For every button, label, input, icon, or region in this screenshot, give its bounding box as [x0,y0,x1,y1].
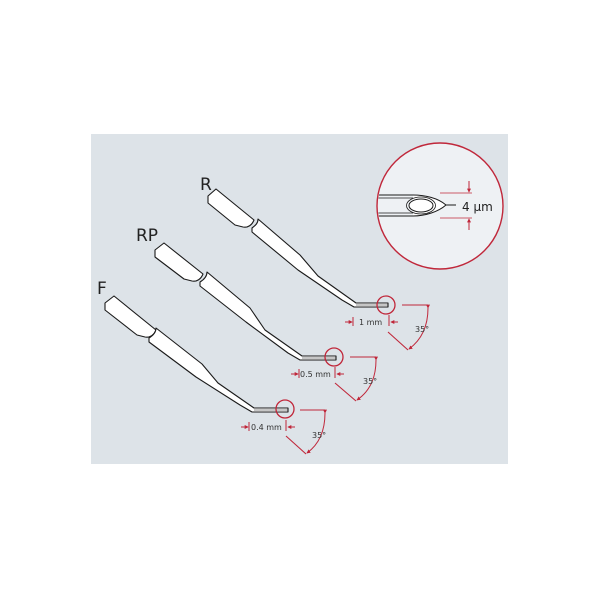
tip-detail-rp [291,347,379,402]
angle-f: 35° [312,431,326,440]
tip-width-label: 4 µm [462,200,493,214]
label-rp: RP [136,226,158,246]
tip-highlight-circle-rp [324,347,344,367]
tip-length-rp: 0.5 mm [300,370,331,379]
tip-detail-f [241,399,328,455]
tweezer-f [104,295,289,413]
tweezer-r [207,188,389,308]
tweezer-rp [154,242,337,361]
label-r: R [200,175,212,195]
angle-r: 35° [415,325,429,334]
label-f: F [97,279,107,299]
tip-highlight-circle-f [275,399,295,419]
angle-rp: 35° [363,377,377,386]
tip-length-r: 1 mm [359,318,382,327]
tip-length-f: 0.4 mm [251,423,282,432]
tip-detail-r [345,295,431,351]
magnified-tip-view [376,142,504,270]
tip-highlight-circle-r [376,295,396,315]
